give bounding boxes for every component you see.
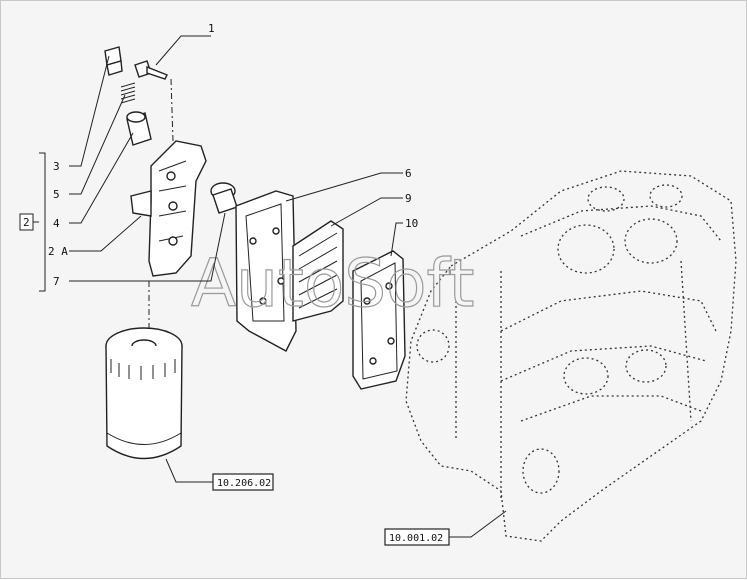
callout-4: 4 <box>53 217 60 230</box>
bolt-part-1 <box>134 60 168 80</box>
ref-engine-block[interactable]: 10.001.02 <box>389 533 443 544</box>
group-label: 2 <box>23 216 30 229</box>
ref-oil-filter[interactable]: 10.206.02 <box>217 478 271 489</box>
ref-box-engine-block[interactable] <box>384 528 450 546</box>
leader-lines <box>33 35 507 538</box>
plug-part-3 <box>104 46 123 76</box>
ref-box-oil-filter[interactable] <box>212 473 274 491</box>
callout-3: 3 <box>53 160 60 173</box>
watermark-text: AutoSoft <box>191 245 474 322</box>
callout-2a: 2 A <box>48 245 68 258</box>
callout-6: 6 <box>405 167 412 180</box>
fitting-part-7 <box>210 182 238 214</box>
callout-7: 7 <box>53 275 60 288</box>
engine-block <box>405 170 737 542</box>
gasket-part-10 <box>352 250 406 390</box>
callout-5: 5 <box>53 188 60 201</box>
oil-filter-housing <box>130 140 207 277</box>
callout-9: 9 <box>405 192 412 205</box>
oil-filter-cartridge <box>105 327 183 460</box>
group-label-box <box>19 213 34 231</box>
oil-cooler-part-9 <box>292 220 344 322</box>
spring-part-5 <box>120 82 136 104</box>
gasket-part-6 <box>235 190 297 352</box>
callout-10: 10 <box>405 217 418 230</box>
callout-1: 1 <box>208 22 215 35</box>
valve-part-4 <box>126 111 152 146</box>
